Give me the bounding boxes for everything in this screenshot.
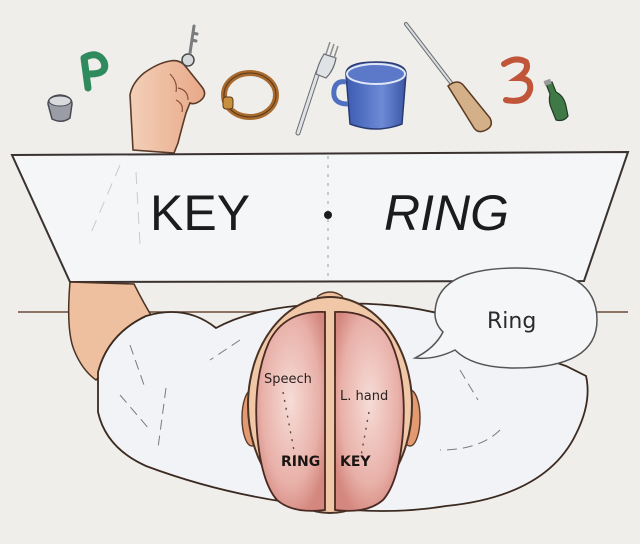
speech-bubble-text: Ring [487,309,536,334]
key-icon [181,24,199,67]
speech-bubble [412,267,598,369]
screwdriver-icon [404,22,493,133]
screen-left-word: KEY [150,185,250,241]
display-screen [10,150,630,284]
left-hemisphere-word: RING [281,454,320,470]
left-hand-label: L. hand [340,389,388,404]
left-hemisphere [255,311,326,512]
number-3-icon [501,56,534,104]
left-hand-holding-key [129,59,206,154]
right-hemisphere-word: KEY [340,454,371,470]
bracelet-icon [221,70,279,120]
bottle-icon [543,78,569,122]
brain [255,311,405,512]
thimble-icon [47,94,73,122]
speech-label: Speech [264,372,312,387]
fork-icon [295,41,339,136]
right-hemisphere [334,311,405,512]
letter-p-icon [80,51,109,92]
mug-icon [331,61,407,130]
fixation-point [324,211,332,219]
screen-right-word: RING [384,185,509,241]
